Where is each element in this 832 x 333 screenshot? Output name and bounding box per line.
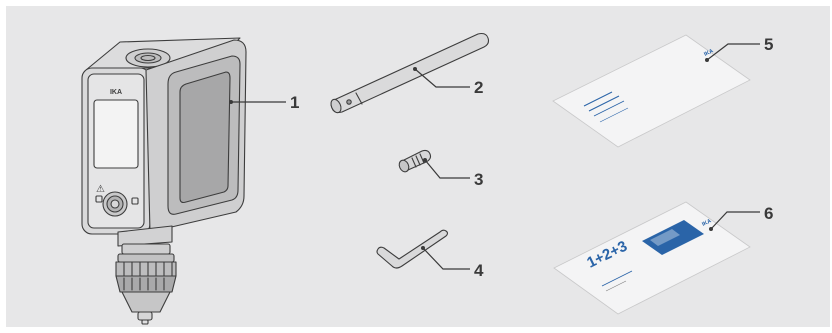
quick-guide-booklet: IKA 1+2+3 — [553, 201, 751, 315]
device-display — [93, 99, 139, 169]
leader-line-3 — [424, 159, 470, 179]
set-screw — [398, 149, 432, 173]
device-button-left — [95, 195, 103, 203]
device-chuck — [115, 243, 177, 325]
alert-triangle-icon: ⚠ — [96, 184, 105, 195]
leader-line-2 — [414, 68, 470, 88]
callout-6: 6 — [764, 204, 773, 223]
device-button-right — [131, 197, 139, 205]
leader-line-5 — [706, 43, 760, 61]
operating-instructions-booklet: IKA — [552, 34, 751, 148]
booklet-5-title-line — [583, 91, 613, 107]
callout-5: 5 — [764, 35, 773, 54]
booklet-6-logo: IKA — [701, 218, 712, 228]
callout-4: 4 — [474, 261, 484, 280]
hex-key — [376, 229, 449, 269]
device-brand-logo: IKA — [110, 89, 122, 96]
booklet-5-logo: IKA — [703, 48, 714, 58]
extension-rod — [330, 32, 490, 114]
callout-2: 2 — [474, 78, 483, 97]
booklet-6-blue-block — [642, 220, 704, 255]
leader-line-4 — [422, 247, 470, 270]
overhead-stirrer-device: IKA ⚠ — [81, 37, 247, 325]
callout-1: 1 — [290, 93, 299, 112]
callout-3: 3 — [474, 170, 483, 189]
leader-line-6 — [710, 211, 760, 230]
